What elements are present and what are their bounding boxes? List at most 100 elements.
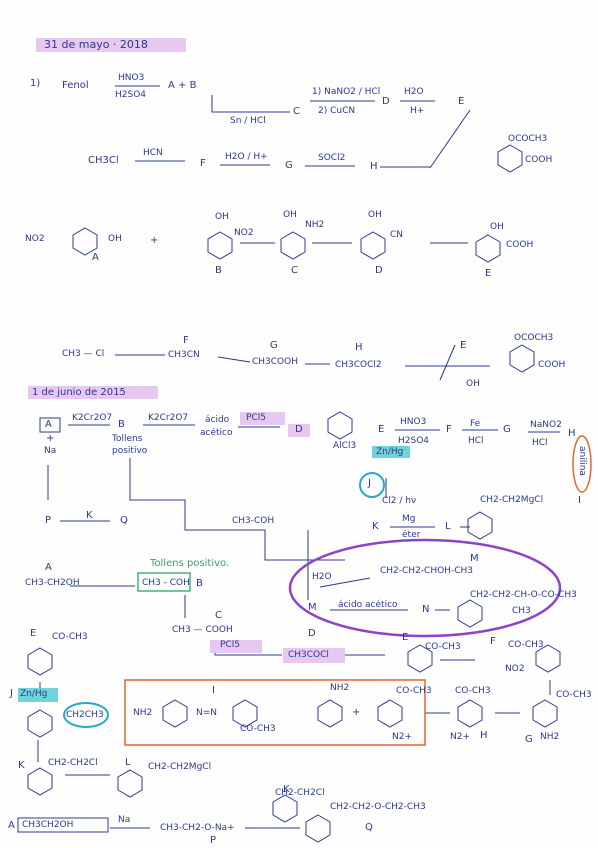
date-highlight-1 xyxy=(36,38,186,52)
substituent: OH xyxy=(283,210,297,220)
label: A xyxy=(92,252,99,263)
formula: CH3CN xyxy=(168,350,200,360)
formula: CH2-CH2MgCl xyxy=(480,495,544,505)
reagent: NaNO2 xyxy=(530,420,562,430)
label: K xyxy=(283,784,290,795)
label: K xyxy=(18,760,25,771)
reagent: HCN xyxy=(143,148,163,158)
section-date-2: 1 de junio de 2015 xyxy=(32,387,126,398)
reagent: 2) CuCN xyxy=(318,106,356,116)
substituent: NO2 xyxy=(234,228,254,238)
reagent: PCl5 xyxy=(220,640,240,650)
benzene-ring xyxy=(360,231,386,260)
note: Tollens xyxy=(112,434,143,444)
reagent: Fe xyxy=(470,419,481,429)
label: K xyxy=(372,521,379,532)
substituent: CO-CH3 xyxy=(240,724,276,734)
benzene-ring xyxy=(280,231,306,260)
reagent: H+ xyxy=(410,106,425,116)
label: H xyxy=(370,161,378,172)
label: C xyxy=(291,265,298,276)
label: E xyxy=(30,628,37,639)
label: I xyxy=(578,495,581,506)
formula: CH3-CH2OH xyxy=(25,578,80,588)
substituent: OH xyxy=(466,379,480,389)
benzene-ring xyxy=(207,231,233,260)
reagent: HNO3 xyxy=(118,73,145,83)
reagent: PCl5 xyxy=(246,413,266,423)
formula: CH2-CH2-CHOH-CH3 xyxy=(380,566,473,576)
benzene-ring xyxy=(72,227,98,256)
formula: CH3 — COOH xyxy=(172,625,233,635)
substituent: NH2 xyxy=(305,220,325,230)
label: acético xyxy=(200,428,233,438)
label: A xyxy=(8,820,15,831)
substituent: N2+ xyxy=(450,732,470,742)
label: G xyxy=(525,734,533,745)
arrow xyxy=(211,95,290,113)
reagent: HCl xyxy=(532,438,548,448)
benzene-ring xyxy=(497,144,523,173)
substituent: NO2 xyxy=(25,234,45,244)
label: Q xyxy=(120,515,128,526)
substituent: CO-CH3 xyxy=(52,632,88,642)
reagent: H2SO4 xyxy=(115,90,147,100)
formula: CH3-COH xyxy=(232,516,275,526)
reagent: K2Cr2O7 xyxy=(148,413,189,423)
label: H xyxy=(480,730,488,741)
label: E xyxy=(402,632,409,643)
note: anilina xyxy=(577,446,587,476)
reagent: AlCl3 xyxy=(333,441,357,451)
substituent: CH2-CH2Cl xyxy=(48,758,98,768)
substituent: OH xyxy=(490,222,504,232)
substituent: CN xyxy=(390,230,404,240)
substituent: COOH xyxy=(525,155,553,165)
substituent: CO-CH3 xyxy=(455,686,491,696)
substituent: N=N xyxy=(196,708,218,718)
reagent: H2O / H+ xyxy=(225,152,268,162)
formula: CH3 — Cl xyxy=(62,349,105,359)
formula: CH3 - COH xyxy=(142,578,190,588)
label: B xyxy=(215,265,222,276)
substituent: CO-CH3 xyxy=(396,686,432,696)
reagent: Mg xyxy=(402,514,416,524)
substituent: NH2 xyxy=(540,732,560,742)
reagent: H2SO4 xyxy=(398,436,430,446)
arrow xyxy=(429,109,471,169)
substituent: OH xyxy=(368,210,382,220)
note: positivo xyxy=(112,446,148,456)
reagent: H2O xyxy=(404,87,424,97)
substituent: N2+ xyxy=(392,732,412,742)
substituent: NH2 xyxy=(133,708,153,718)
reagent: ácido acético xyxy=(338,600,398,610)
label: D xyxy=(308,628,316,639)
substituent: CH2-CH2Cl xyxy=(275,788,325,798)
formula: CH3COOH xyxy=(252,357,298,367)
substituent: CO-CH3 xyxy=(556,690,592,700)
label: L xyxy=(445,521,451,532)
label: I xyxy=(212,685,215,696)
plus: + xyxy=(352,707,361,718)
substituent: OCOCH3 xyxy=(508,134,548,144)
reagent: Sn / HCl xyxy=(230,116,266,126)
label: G xyxy=(270,340,278,351)
formula: CH3COCl xyxy=(288,650,329,660)
substituent: OH xyxy=(108,234,122,244)
note: Tollens positivo. xyxy=(150,558,230,569)
substituent: NO2 xyxy=(505,664,525,674)
label: F xyxy=(490,636,496,647)
label: C xyxy=(293,106,300,117)
reagent: K2Cr2O7 xyxy=(72,413,113,423)
label: L xyxy=(125,757,131,768)
reagent: H2O xyxy=(312,572,332,582)
label: N xyxy=(422,604,430,615)
teal-circle xyxy=(359,472,385,498)
label: G xyxy=(503,424,511,435)
label: B xyxy=(196,578,203,589)
label: A xyxy=(45,419,52,430)
date-highlight-2 xyxy=(28,386,158,399)
label: P xyxy=(210,835,217,846)
substituent: NH2 xyxy=(330,683,350,693)
plus: + xyxy=(150,235,159,246)
